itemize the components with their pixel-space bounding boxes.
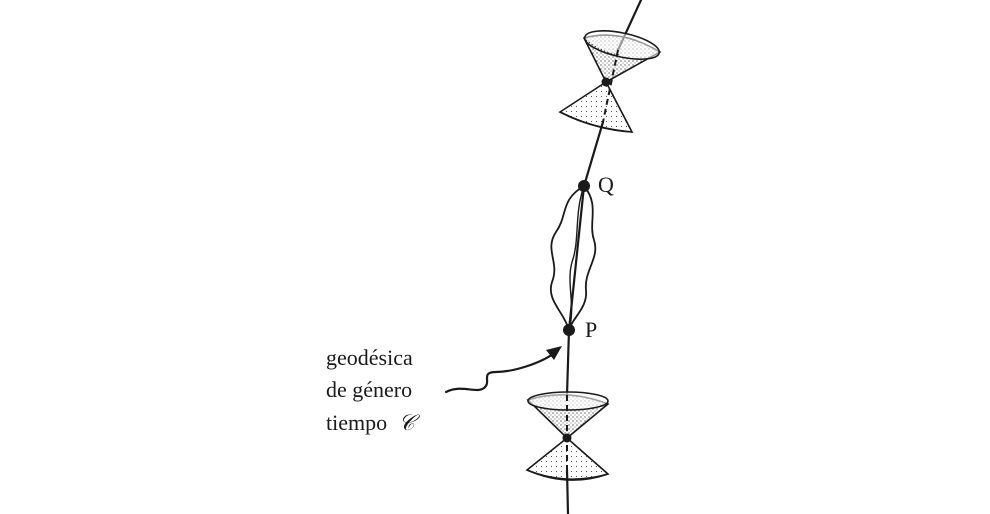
wavy-curve-inner — [568, 185, 585, 331]
annotation-curve-symbol: 𝒞 — [399, 410, 421, 435]
point-p-marker — [563, 324, 575, 336]
annotation-line-1: geodésica — [326, 345, 413, 370]
light-cone-upper — [558, 30, 662, 133]
wavy-curve-left — [549, 185, 585, 331]
light-cone-lower-vertex — [562, 433, 572, 443]
point-q-marker — [578, 180, 590, 192]
arrowhead-icon — [546, 346, 562, 360]
annotation-line-2: de género — [326, 377, 412, 402]
annotation-line-3: tiempo 𝒞 — [326, 410, 421, 435]
point-p-label: P — [585, 317, 597, 342]
geodesic-annotation: geodésica de género tiempo 𝒞 — [326, 345, 421, 435]
light-cone-upper-vertex — [601, 77, 611, 87]
light-cone-upper-past — [558, 80, 634, 133]
annotation-arrow — [444, 346, 562, 394]
light-cone-lower — [525, 391, 610, 481]
annotation-line-3-text: tiempo — [326, 410, 387, 435]
wavy-curve-right — [568, 185, 597, 331]
point-q-label: Q — [598, 172, 614, 197]
nearby-curves — [549, 185, 597, 331]
